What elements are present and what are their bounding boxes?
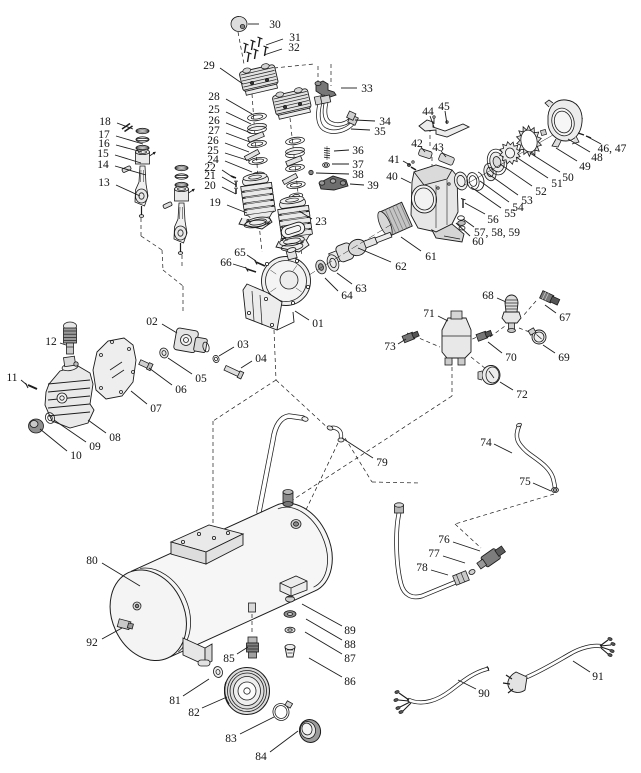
svg-text:48: 48 [591,152,603,164]
svg-text:69: 69 [558,352,570,364]
svg-text:50: 50 [562,172,574,184]
svg-text:07: 07 [150,403,162,415]
svg-text:14: 14 [97,159,109,171]
svg-text:82: 82 [188,707,200,719]
svg-text:06: 06 [175,384,187,396]
svg-text:04: 04 [255,353,267,365]
svg-text:83: 83 [225,733,237,745]
svg-text:81: 81 [169,695,181,707]
svg-text:71: 71 [423,308,435,320]
svg-text:09: 09 [89,441,101,453]
svg-text:63: 63 [355,283,367,295]
svg-text:88: 88 [344,639,356,651]
svg-text:84: 84 [255,751,267,763]
svg-text:56: 56 [487,214,499,226]
svg-text:12: 12 [45,336,57,348]
svg-text:51: 51 [551,178,563,190]
svg-text:38: 38 [352,169,364,181]
svg-text:18: 18 [99,116,111,128]
svg-text:19: 19 [209,197,221,209]
svg-text:36: 36 [352,145,364,157]
svg-text:91: 91 [592,671,604,683]
svg-text:62: 62 [395,261,407,273]
svg-text:20: 20 [204,180,216,192]
svg-text:92: 92 [86,637,98,649]
svg-text:60: 60 [472,236,484,248]
svg-text:28: 28 [208,91,220,103]
svg-text:23: 23 [315,216,327,228]
svg-text:05: 05 [195,373,207,385]
svg-text:03: 03 [237,339,249,351]
svg-text:44: 44 [422,106,434,118]
svg-text:49: 49 [579,161,591,173]
svg-text:41: 41 [388,154,400,166]
svg-text:77: 77 [428,548,440,560]
svg-text:02: 02 [146,316,158,328]
svg-text:52: 52 [535,186,547,198]
svg-text:67: 67 [559,312,571,324]
svg-text:64: 64 [341,290,353,302]
svg-text:01: 01 [312,318,324,330]
svg-text:79: 79 [376,457,388,469]
svg-text:11: 11 [6,372,17,384]
svg-text:55: 55 [504,208,516,220]
svg-text:87: 87 [344,653,356,665]
svg-text:86: 86 [344,676,356,688]
svg-text:45: 45 [438,101,450,113]
svg-text:65: 65 [234,247,246,259]
svg-text:40: 40 [386,171,398,183]
svg-text:90: 90 [478,688,490,700]
svg-text:30: 30 [269,19,281,31]
svg-text:61: 61 [425,251,437,263]
svg-text:75: 75 [519,476,531,488]
svg-text:08: 08 [109,432,121,444]
svg-text:80: 80 [86,555,98,567]
svg-text:72: 72 [516,389,528,401]
svg-text:73: 73 [384,341,396,353]
svg-text:10: 10 [70,450,82,462]
svg-text:13: 13 [98,177,110,189]
svg-text:39: 39 [367,180,379,192]
svg-text:29: 29 [203,60,215,72]
svg-text:89: 89 [344,625,356,637]
svg-text:35: 35 [374,126,386,138]
svg-text:74: 74 [480,437,492,449]
svg-text:85: 85 [223,653,235,665]
svg-text:68: 68 [482,290,494,302]
svg-text:78: 78 [416,562,428,574]
svg-text:66: 66 [220,257,232,269]
svg-text:43: 43 [432,142,444,154]
svg-text:32: 32 [288,42,300,54]
svg-text:76: 76 [438,534,450,546]
svg-text:42: 42 [411,138,423,150]
svg-text:70: 70 [505,352,517,364]
svg-text:17: 17 [98,129,110,141]
svg-text:33: 33 [361,83,373,95]
